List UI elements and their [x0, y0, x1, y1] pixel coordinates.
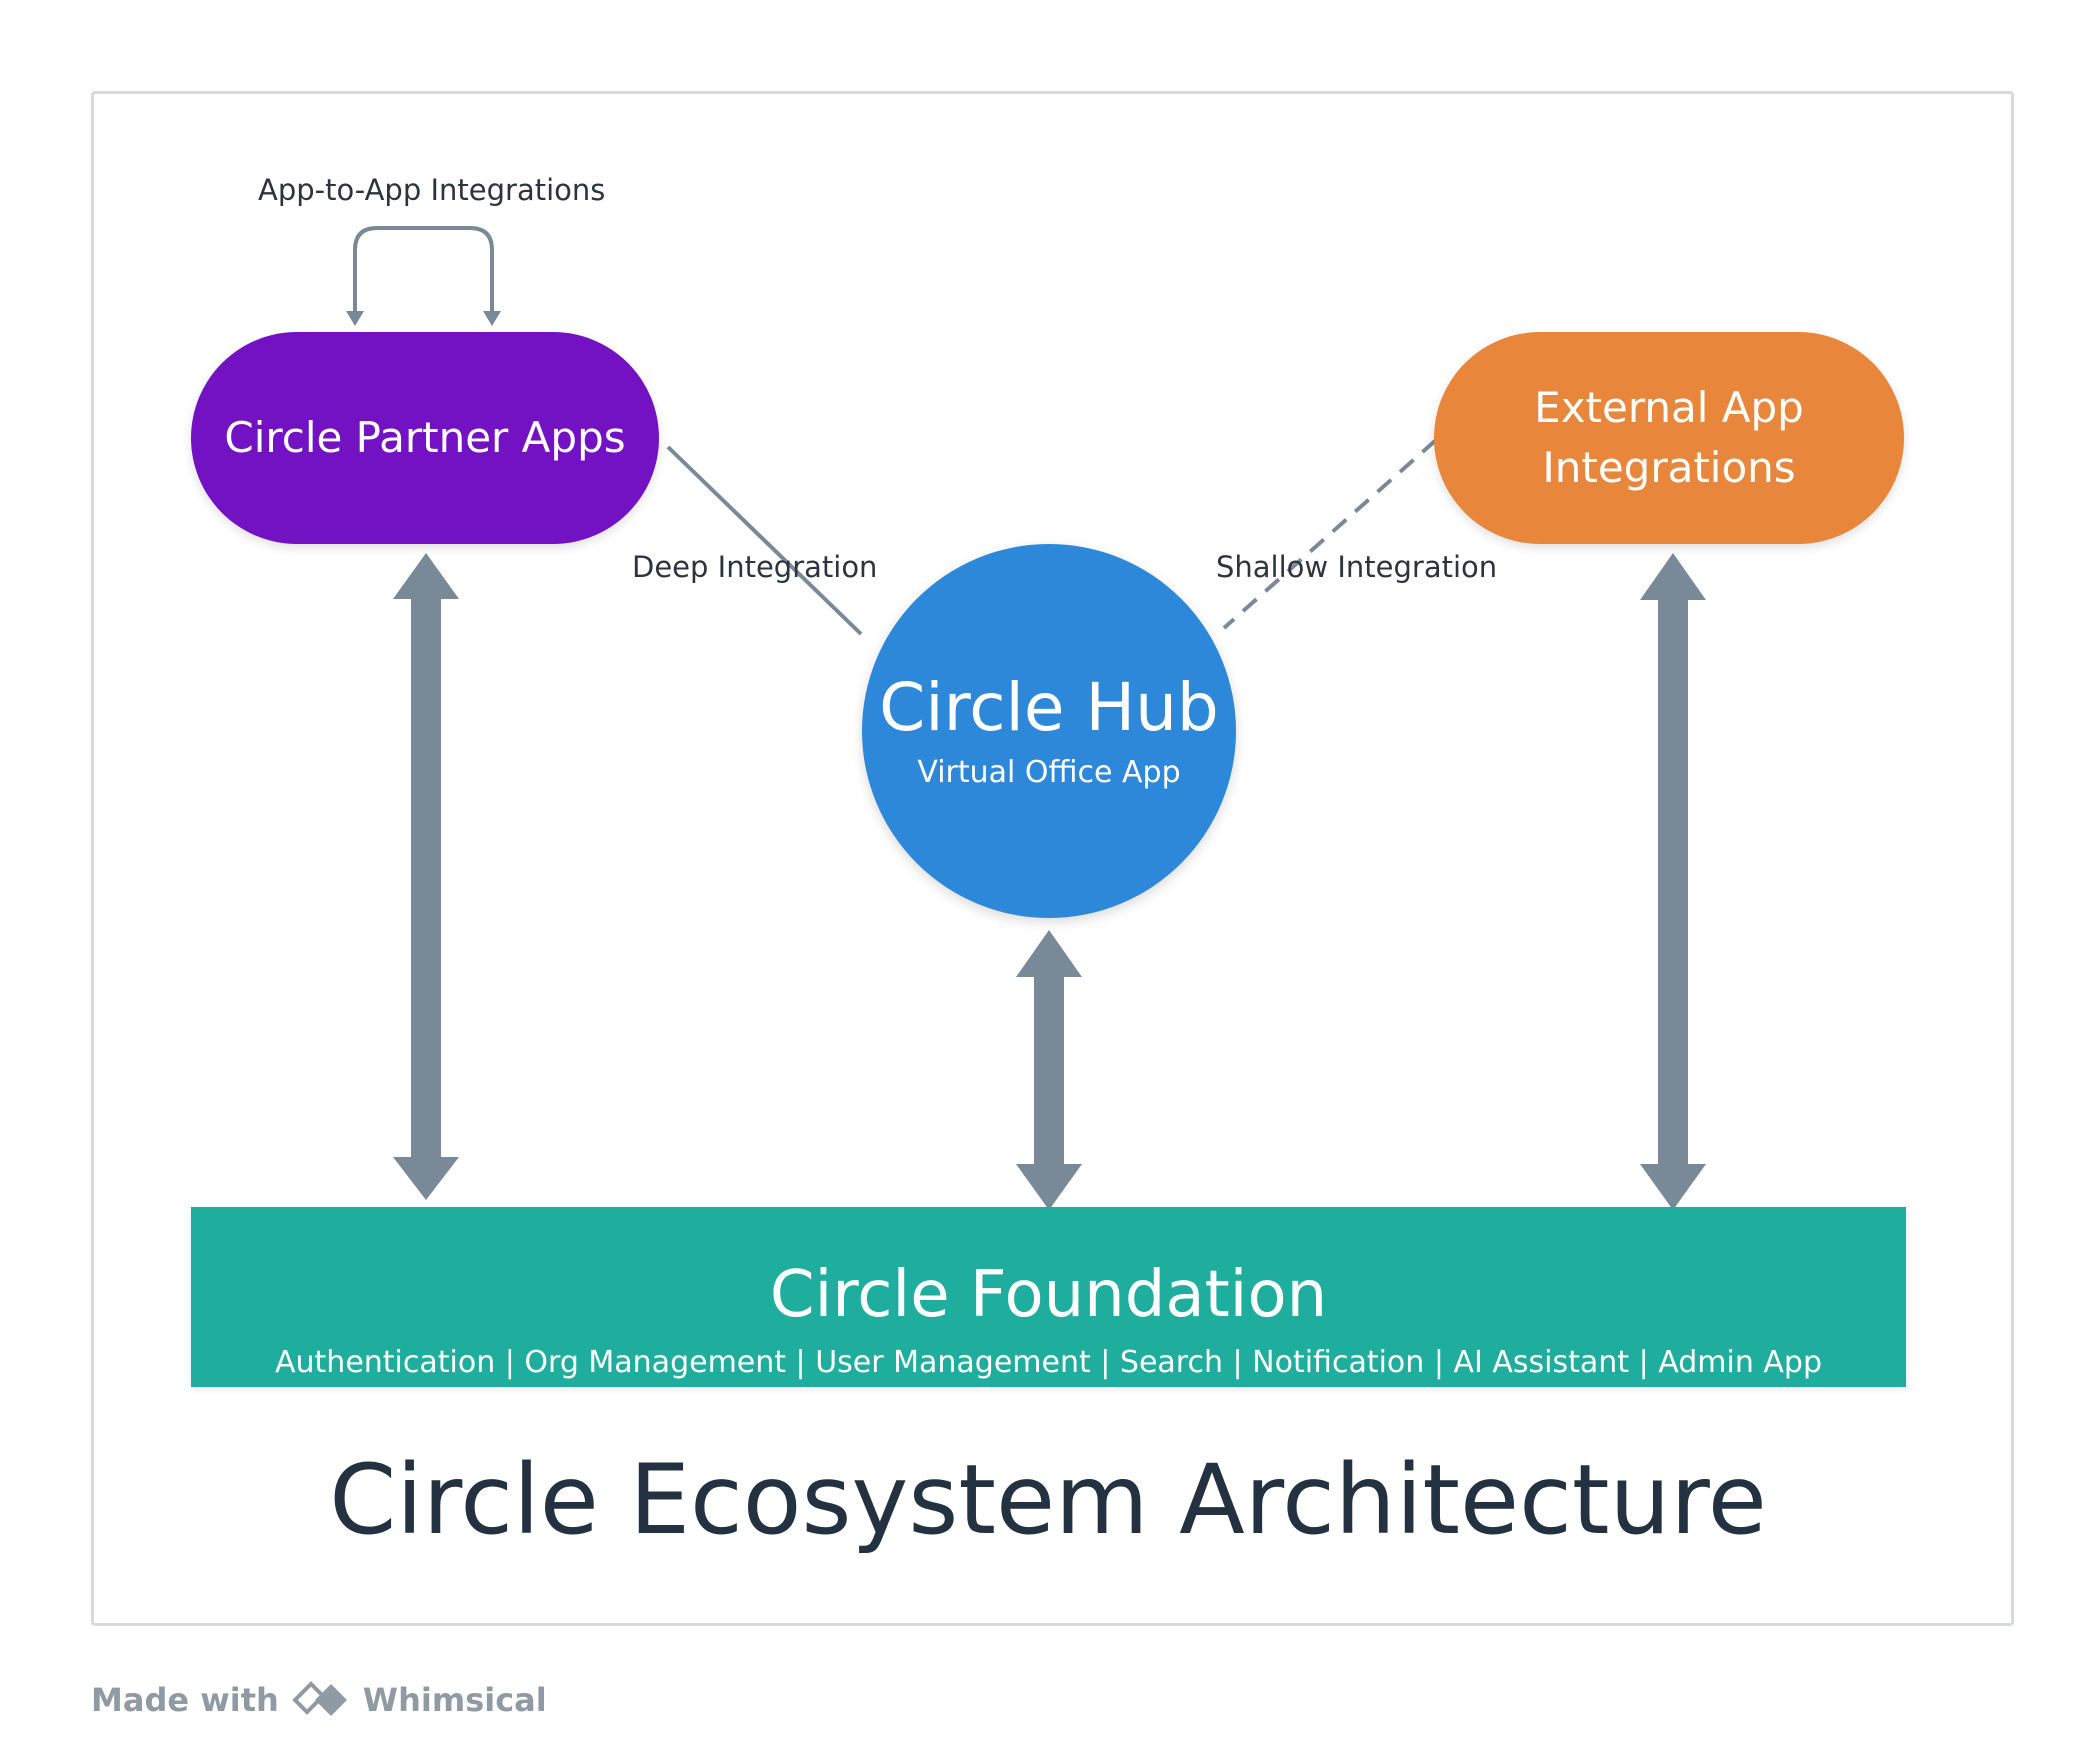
external-integrations-label-line2: Integrations: [1542, 443, 1796, 492]
circle-hub-node: Circle Hub Virtual Office App: [862, 544, 1236, 918]
diagram-title: Circle Ecosystem Architecture: [329, 1444, 1767, 1556]
hub-foundation-double-arrow: [1016, 930, 1082, 1210]
app-to-app-arrowhead-right: [483, 311, 501, 326]
whimsical-brand: Whimsical: [362, 1681, 547, 1719]
hub-title: Circle Hub: [879, 669, 1219, 746]
app-to-app-label: App-to-App Integrations: [258, 173, 606, 207]
deep-integration-label: Deep Integration: [632, 550, 878, 584]
external-integrations-label-line1: External App: [1534, 383, 1804, 432]
shallow-integration-label: Shallow Integration: [1216, 550, 1498, 584]
circle-foundation-node: Circle Foundation Authentication | Org M…: [191, 1207, 1906, 1387]
foundation-title: Circle Foundation: [769, 1258, 1328, 1332]
external-integrations-node: External App Integrations: [1434, 332, 1904, 544]
app-to-app-loop-arrow: [353, 226, 494, 318]
whimsical-logo-icon: [291, 1681, 347, 1716]
external-foundation-double-arrow: [1640, 553, 1706, 1210]
diagram-frame: [91, 91, 2014, 1626]
made-with-footer[interactable]: Made with Whimsical: [91, 1677, 547, 1723]
shallow-integration-line: [1222, 438, 1438, 630]
deep-integration-line: [666, 445, 863, 636]
partner-foundation-double-arrow: [393, 553, 459, 1200]
made-with-text: Made with: [91, 1681, 279, 1719]
partner-apps-label: Circle Partner Apps: [224, 413, 626, 462]
partner-apps-node: Circle Partner Apps: [191, 332, 659, 544]
hub-subtitle: Virtual Office App: [917, 755, 1181, 790]
app-to-app-arrowhead-left: [346, 311, 364, 326]
foundation-features: Authentication | Org Management | User M…: [275, 1345, 1822, 1380]
